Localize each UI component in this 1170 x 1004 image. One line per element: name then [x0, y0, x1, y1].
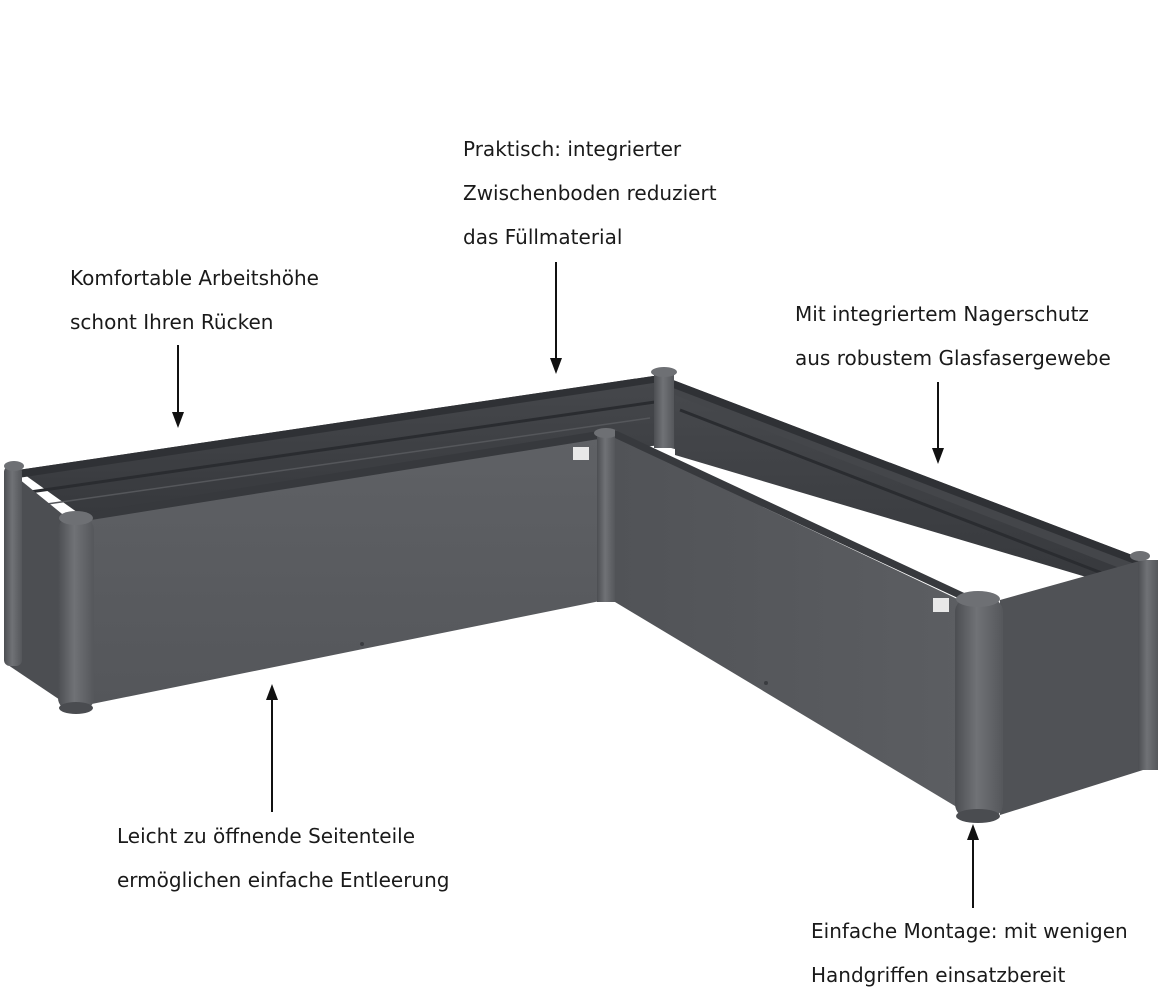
label-tag: [573, 447, 589, 460]
callout-zwischenboden: Praktisch: integrierter Zwischenboden re…: [463, 127, 717, 259]
callout-nagerschutz: Mit integriertem Nagerschutz aus robuste…: [795, 292, 1111, 380]
back-corner-post: [651, 367, 677, 448]
inner-corner-post: [594, 428, 618, 602]
arrow-seitenteile: [266, 684, 278, 812]
callout-seitenteile: Leicht zu öffnende Seitenteile ermöglich…: [117, 814, 449, 902]
back-wall-left: [18, 375, 660, 520]
arrows: [172, 262, 979, 908]
callout-line: schont Ihren Rücken: [70, 310, 274, 334]
back-left-post: [4, 461, 24, 666]
front-left-post: [58, 511, 94, 714]
callout-line: Mit integriertem Nagerschutz: [795, 302, 1089, 326]
arrow-nagerschutz: [932, 382, 944, 464]
callout-line: Handgriffen einsatzbereit: [811, 963, 1066, 987]
front-panel-right: [615, 430, 975, 815]
callout-line: ermöglichen einfache Entleerung: [117, 868, 450, 892]
callout-line: das Füllmaterial: [463, 225, 623, 249]
arrow-arbeitshoehe: [172, 345, 184, 428]
arrow-montage: [967, 824, 979, 908]
callout-line: Praktisch: integrierter: [463, 137, 682, 161]
callout-line: Zwischenboden reduziert: [463, 181, 717, 205]
label-tag: [933, 598, 949, 612]
callout-arbeitshoehe: Komfortable Arbeitshöhe schont Ihren Rüc…: [70, 256, 319, 344]
callout-line: Leicht zu öffnende Seitenteile: [117, 824, 416, 848]
front-right-post: [955, 591, 1003, 823]
callout-line: Komfortable Arbeitshöhe: [70, 266, 319, 290]
left-end-panel: [8, 470, 72, 708]
right-end-panel: [1000, 551, 1158, 815]
back-wall-right: [660, 375, 1140, 590]
callout-montage: Einfache Montage: mit wenigen Handgriffe…: [811, 909, 1128, 997]
callout-line: Einfache Montage: mit wenigen: [811, 919, 1128, 943]
callout-line: aus robustem Glasfasergewebe: [795, 346, 1111, 370]
arrow-zwischenboden: [550, 262, 562, 374]
front-panel-left: [72, 430, 605, 708]
